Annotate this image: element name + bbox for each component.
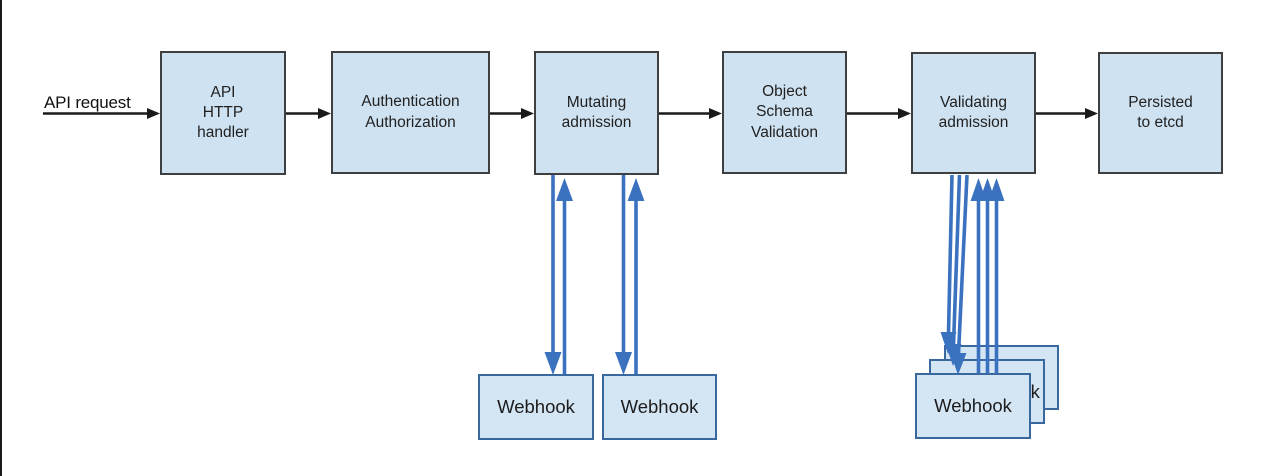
validating-return-arrow-3 <box>988 178 1005 373</box>
validating-webhook-front: Webhook <box>915 373 1031 439</box>
api-request-label: API request <box>44 93 131 112</box>
mutating-webhook-1: Webhook <box>478 374 594 440</box>
mutating-webhook-2: Webhook <box>602 374 717 440</box>
left-edge-line <box>0 0 2 476</box>
node-validating-admission: Validating admission <box>911 52 1036 174</box>
mutating-return-arrow-1 <box>556 178 573 374</box>
validating-call-arrow-1 <box>940 174 957 354</box>
validating-return-arrow-1 <box>970 178 987 373</box>
validating-call-arrow-2 <box>945 174 962 366</box>
arrow-handler-to-auth <box>286 108 331 119</box>
mutating-return-arrow-2 <box>627 178 645 374</box>
node-api-http-handler: API HTTP handler <box>160 51 286 175</box>
arrow-mutating-to-schema <box>659 108 722 119</box>
mutating-call-arrow-1 <box>544 175 562 375</box>
mutating-call-arrow-2 <box>615 175 632 375</box>
node-authentication-authorization: Authentication Authorization <box>331 51 490 174</box>
arrow-schema-to-validating <box>847 108 911 119</box>
node-mutating-admission: Mutating admission <box>534 51 659 175</box>
arrow-validating-to-etcd <box>1036 108 1098 119</box>
validating-return-arrow-2 <box>979 178 996 373</box>
node-persisted-to-etcd: Persisted to etcd <box>1098 52 1223 174</box>
arrow-auth-to-mutating <box>490 108 534 119</box>
node-object-schema-validation: Object Schema Validation <box>722 51 847 174</box>
